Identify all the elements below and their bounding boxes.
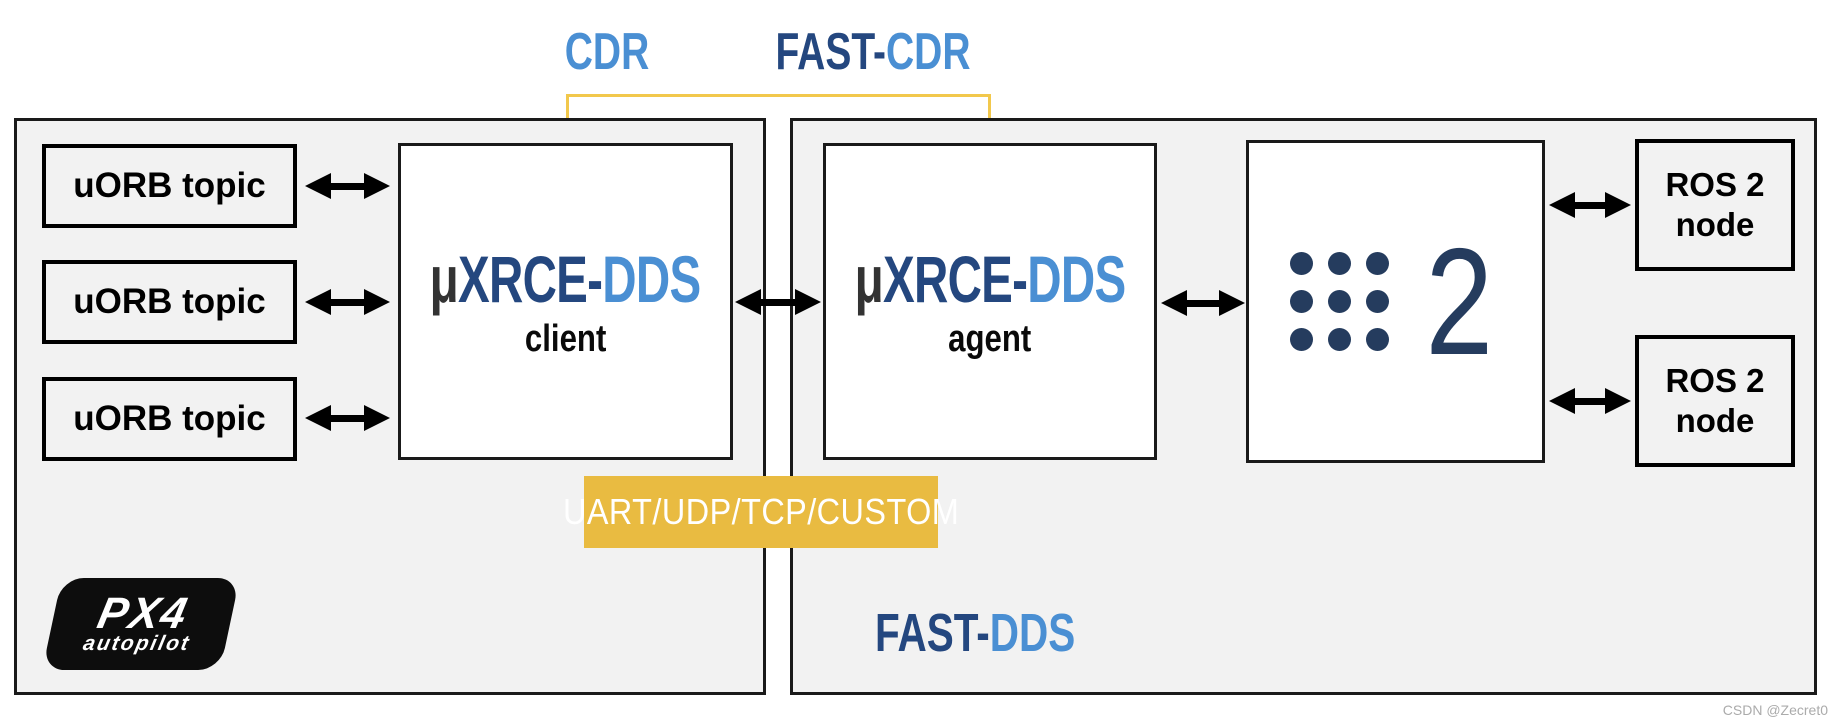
arrowhead-left bbox=[1549, 192, 1575, 218]
arrowhead-left bbox=[1161, 290, 1187, 316]
px4-logo-subtext: autopilot bbox=[81, 632, 193, 656]
bidirectional-arrow-icon bbox=[305, 289, 390, 315]
uorb-topic-box: uORB topic bbox=[42, 377, 297, 461]
ros2-dot bbox=[1327, 328, 1351, 351]
ros2-node-box: ROS 2 node bbox=[1635, 335, 1795, 467]
client-subtitle: client bbox=[524, 317, 607, 360]
arrowhead-right bbox=[795, 289, 821, 315]
px4-autopilot-logo-icon: PX4 autopilot bbox=[42, 578, 240, 670]
agent-title-light: DDS bbox=[1027, 241, 1126, 316]
agent-title-mu: μ bbox=[854, 241, 884, 316]
uorb-topic-label: uORB topic bbox=[73, 282, 266, 321]
arrow-shaft bbox=[1575, 201, 1605, 209]
ros2-node-box: ROS 2 node bbox=[1635, 139, 1795, 271]
arrow-shaft bbox=[331, 414, 364, 422]
arrow-shaft bbox=[1575, 397, 1605, 405]
ros2-node-label-line2: node bbox=[1675, 206, 1755, 243]
bidirectional-arrow-icon bbox=[735, 289, 821, 315]
uxrce-dds-client-title: μXRCE-DDS bbox=[430, 246, 702, 312]
ros2-logo-box: 2 bbox=[1246, 140, 1545, 463]
uorb-topic-label: uORB topic bbox=[73, 399, 266, 438]
arrowhead-left bbox=[1549, 388, 1575, 414]
client-title-light: DDS bbox=[602, 241, 702, 316]
uorb-topic-box: uORB topic bbox=[42, 144, 297, 228]
ros2-dot bbox=[1365, 290, 1389, 313]
px4-logo-text: PX4 bbox=[93, 588, 194, 638]
uorb-topic-box: uORB topic bbox=[42, 260, 297, 344]
ros2-dot bbox=[1365, 328, 1389, 351]
ros2-dot bbox=[1327, 252, 1351, 275]
ros2-dot bbox=[1289, 252, 1313, 275]
fast-dds-label-light: DDS bbox=[989, 603, 1076, 663]
transport-label: UART/UDP/TCP/CUSTOM bbox=[562, 491, 960, 532]
arrowhead-right bbox=[364, 289, 390, 315]
ros2-number: 2 bbox=[1425, 216, 1493, 387]
bidirectional-arrow-icon bbox=[1549, 192, 1631, 218]
ros2-node-label-line1: ROS 2 bbox=[1665, 362, 1765, 400]
uxrce-dds-client-box: μXRCE-DDS client bbox=[398, 143, 733, 460]
fast-dds-label: FAST-DDS bbox=[875, 603, 1075, 663]
ros2-dot bbox=[1365, 252, 1389, 275]
cdr-label: CDR bbox=[564, 23, 650, 81]
arrow-shaft bbox=[331, 298, 364, 306]
ros2-dot bbox=[1327, 290, 1351, 313]
arrowhead-right bbox=[364, 405, 390, 431]
ros2-dot bbox=[1289, 328, 1313, 351]
arrow-shaft bbox=[761, 298, 795, 306]
arrowhead-left bbox=[305, 289, 331, 315]
transport-label-box: UART/UDP/TCP/CUSTOM bbox=[563, 476, 959, 548]
uxrce-dds-agent-box: μXRCE-DDS agent bbox=[823, 143, 1157, 460]
arrowhead-right bbox=[1605, 192, 1631, 218]
bidirectional-arrow-icon bbox=[1549, 388, 1631, 414]
bidirectional-arrow-icon bbox=[305, 405, 390, 431]
ros2-dot bbox=[1289, 290, 1313, 313]
watermark-text: CSDN @Zecret0 bbox=[1722, 702, 1828, 718]
bidirectional-arrow-icon bbox=[1161, 290, 1245, 316]
arrowhead-right bbox=[1219, 290, 1245, 316]
arrowhead-left bbox=[305, 405, 331, 431]
agent-subtitle: agent bbox=[948, 317, 1032, 360]
ros2-node-label-line2: node bbox=[1675, 402, 1755, 439]
arrowhead-right bbox=[1605, 388, 1631, 414]
arrowhead-left bbox=[305, 173, 331, 199]
uorb-topic-label: uORB topic bbox=[73, 166, 266, 205]
arrowhead-left bbox=[735, 289, 761, 315]
bidirectional-arrow-icon bbox=[305, 173, 390, 199]
uxrce-dds-agent-title: μXRCE-DDS bbox=[855, 246, 1127, 312]
fast-dds-label-dark: FAST- bbox=[875, 603, 990, 663]
arrowhead-right bbox=[364, 173, 390, 199]
fast-cdr-label-dark: FAST- bbox=[775, 23, 887, 81]
ros2-dots-icon bbox=[1289, 252, 1389, 351]
agent-title-dark: XRCE- bbox=[882, 241, 1028, 316]
client-title-dark: XRCE- bbox=[458, 241, 603, 316]
ros2-node-label-line1: ROS 2 bbox=[1665, 166, 1765, 204]
fast-cdr-label-light: CDR bbox=[886, 23, 971, 81]
arrow-shaft bbox=[1187, 299, 1219, 307]
arrow-shaft bbox=[331, 182, 364, 190]
client-title-mu: μ bbox=[430, 241, 459, 316]
fast-cdr-label: FAST-CDR bbox=[776, 26, 971, 78]
